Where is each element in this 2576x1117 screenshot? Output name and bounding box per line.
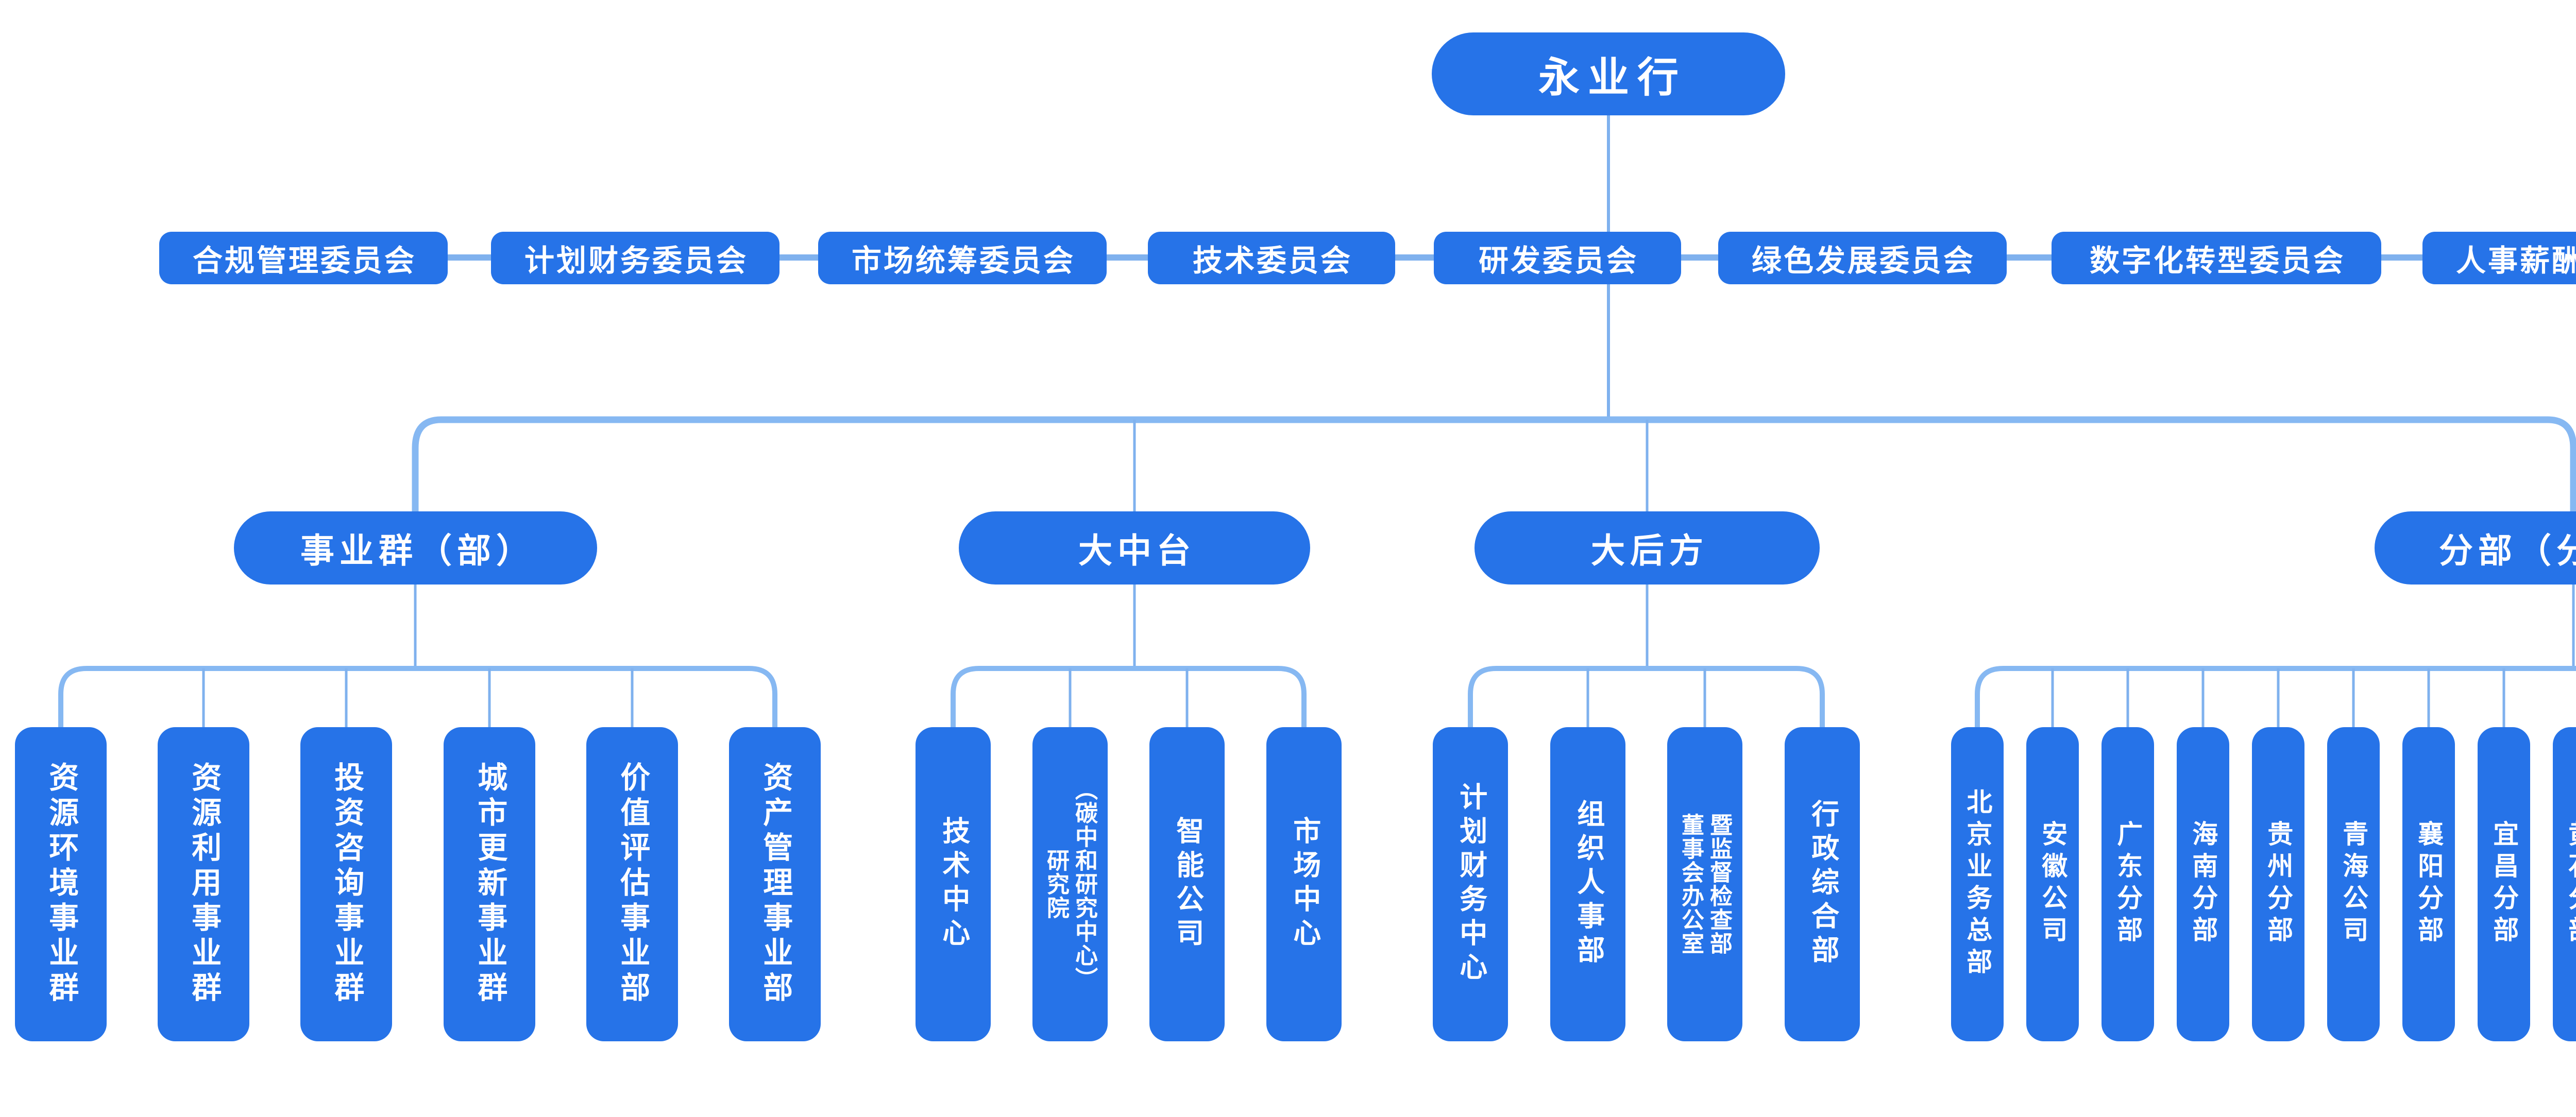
dept-node-label: 计划财务中心 [1455,782,1486,986]
dept-node-label: 襄阳分部 [2414,820,2444,948]
dept-node-label: 资产管理事业部 [758,762,792,1007]
dept-node-label: 城市更新事业群 [473,762,507,1007]
dept-node-label: 青海公司 [2339,820,2368,948]
group-header-node: 大中台 [959,511,1310,585]
group-header-drop [1133,420,1649,511]
dept-node-label: 北京业务总部 [1963,788,1992,980]
dept-node: 智能公司 [1149,727,1225,1041]
committee-node: 绿色发展委员会 [1718,232,2007,284]
committee-node: 计划财务委员会 [491,232,779,284]
dept-node-label: 贵州分部 [2264,820,2293,948]
group-bus-connector [1468,666,1825,727]
dept-node: 资源环境事业群 [15,727,107,1041]
group-bus-connector [951,666,1307,727]
dept-node-label: 董事会办公室 暨监督检查部 [1678,813,1732,955]
dept-node-label: 研究院 （碳中和研究中心） [1043,778,1097,991]
committee-node: 合规管理委员会 [159,232,448,284]
org-node-root: 永业行 [1432,32,1785,115]
committee-node: 数字化转型委员会 [2052,232,2381,284]
dept-node-label: 海南分部 [2189,820,2218,948]
dept-node: 广东分部 [2102,727,2154,1041]
dept-node: 投资咨询事业群 [300,727,392,1041]
dept-node: 贵州分部 [2252,727,2304,1041]
group-header-node: 事业群（部） [233,511,597,585]
dept-node: 海南分部 [2177,727,2229,1041]
dept-node: 襄阳分部 [2402,727,2455,1041]
main-bus-connector [412,416,2576,511]
dept-node: 董事会办公室 暨监督检查部 [1667,727,1742,1041]
dept-node-label: 宜昌分部 [2489,820,2519,948]
committee-node: 研发委员会 [1434,232,1681,284]
dept-node: 青海公司 [2327,727,2380,1041]
dept-node-label: 资源利用事业群 [187,762,221,1007]
dept-node: 北京业务总部 [1951,727,2004,1041]
group-header-node: 大后方 [1475,511,1820,585]
dept-node-label: 智能公司 [1172,816,1203,952]
dept-drop-connector [1069,668,1189,727]
dept-node-label: 黄石分部 [2565,820,2576,948]
dept-node: 资源利用事业群 [158,727,249,1041]
dept-node-label: 行政综合部 [1807,799,1838,969]
dept-node-label: 价值评估事业部 [616,762,650,1007]
group-bus-connector [58,666,777,727]
dept-node-label: 广东分部 [2113,820,2143,948]
dept-node: 资产管理事业部 [729,727,821,1041]
dept-node-label: 投资咨询事业群 [330,762,364,1007]
dept-node: 研究院 （碳中和研究中心） [1032,727,1108,1041]
dept-node: 技术中心 [916,727,991,1041]
dept-node: 行政综合部 [1785,727,1860,1041]
dept-node: 市场中心 [1266,727,1342,1041]
committee-node: 技术委员会 [1148,232,1395,284]
group-header-node: 分部（分公司） [2375,511,2576,585]
dept-drop-connector [2051,668,2505,727]
dept-node: 计划财务中心 [1433,727,1508,1041]
dept-node-label: 组织人事部 [1572,799,1604,969]
dept-node: 黄石分部 [2553,727,2576,1041]
dept-drop-connector [1586,668,1706,727]
committee-node: 市场统筹委员会 [818,232,1107,284]
dept-node-label: 安徽公司 [2038,820,2067,948]
dept-node-label: 市场中心 [1289,816,1320,952]
dept-node: 安徽公司 [2026,727,2079,1041]
dept-drop-connector [202,668,634,727]
dept-node: 组织人事部 [1550,727,1625,1041]
group-bus-connector [1975,666,2576,727]
dept-node: 宜昌分部 [2478,727,2530,1041]
dept-node-label: 技术中心 [938,816,969,952]
dept-node: 价值评估事业部 [586,727,678,1041]
committee-node: 人事薪酬委员会 [2422,232,2576,284]
dept-node: 城市更新事业群 [444,727,535,1041]
dept-node-label: 资源环境事业群 [44,762,78,1007]
